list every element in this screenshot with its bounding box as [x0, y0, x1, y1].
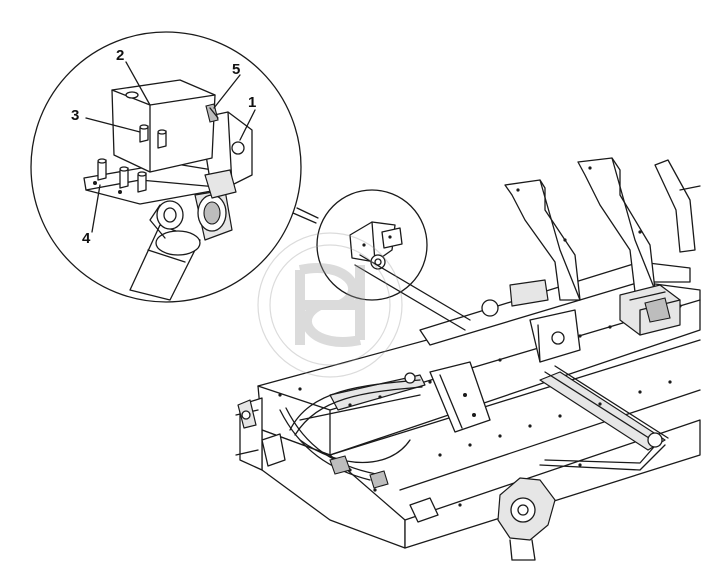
- middle-bracket: [481, 279, 581, 363]
- bushing: [149, 189, 233, 241]
- front-mount: [237, 399, 286, 467]
- logo-watermark: [257, 232, 403, 378]
- stabilizer-rod: [539, 365, 669, 471]
- clip: [205, 103, 219, 123]
- location-circle: [316, 189, 471, 331]
- vertical-bracket: [429, 361, 491, 433]
- callout-2: 2: [116, 47, 125, 64]
- callout-5: 5: [232, 61, 241, 78]
- rear-mount-bracket: [619, 284, 681, 336]
- callout-1: 1: [248, 94, 257, 111]
- detail-view: [30, 31, 302, 303]
- callout-3: 3: [71, 107, 80, 124]
- tow-hitch: [409, 477, 556, 561]
- strut-body: [129, 224, 201, 301]
- cable-harness: [279, 372, 423, 489]
- callout-4: 4: [82, 230, 91, 247]
- leader-connector: [292, 207, 319, 224]
- callout-leaders: [85, 61, 256, 233]
- base-plate: [83, 158, 229, 205]
- cab-support-arms: [504, 157, 701, 301]
- mount-block: [111, 79, 216, 173]
